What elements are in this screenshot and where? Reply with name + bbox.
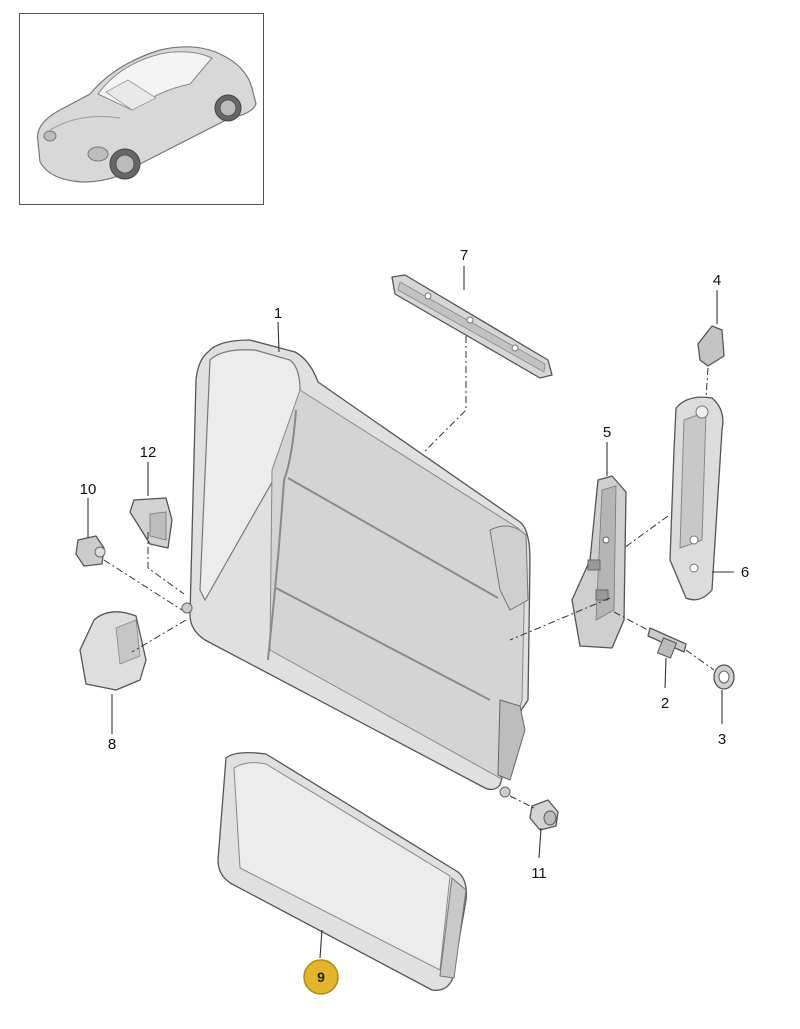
- assembly-lines: [103, 336, 715, 809]
- part-11-bushing[interactable]: [529, 799, 559, 831]
- part-12-clip[interactable]: [129, 497, 173, 549]
- part-8-trim-cover[interactable]: [79, 611, 147, 691]
- callout-9[interactable]: 9: [317, 969, 325, 985]
- callout-4[interactable]: 4: [713, 272, 721, 289]
- part-10-grommet[interactable]: [75, 535, 106, 567]
- part-7-rail[interactable]: [391, 274, 553, 379]
- highlight-badge: [303, 959, 339, 995]
- callout-2[interactable]: 2: [661, 695, 669, 712]
- callout-6[interactable]: 6: [741, 564, 749, 581]
- vehicle-thumbnail: [19, 13, 264, 205]
- part-4-cap[interactable]: [697, 325, 725, 367]
- part-9-rear-panel[interactable]: [217, 752, 467, 991]
- callout-7[interactable]: 7: [460, 247, 468, 264]
- sports-coupe-icon: [36, 46, 257, 183]
- callout-8[interactable]: 8: [108, 736, 116, 753]
- callout-11[interactable]: 11: [531, 865, 547, 882]
- callout-12[interactable]: 12: [140, 444, 157, 461]
- callout-10[interactable]: 10: [80, 481, 97, 498]
- part-2-bolt[interactable]: [647, 627, 687, 659]
- callout-3[interactable]: 3: [718, 731, 726, 748]
- part-3-washer[interactable]: [713, 664, 735, 690]
- callout-5[interactable]: 5: [603, 424, 611, 441]
- part-6-bolster[interactable]: [669, 396, 724, 601]
- callout-1[interactable]: 1: [274, 305, 282, 322]
- callout-9-badge[interactable]: 9: [303, 959, 339, 995]
- part-1-backrest[interactable]: [181, 339, 531, 798]
- leader-lines: [87, 266, 734, 959]
- part-5-hinge-bracket[interactable]: [571, 475, 627, 649]
